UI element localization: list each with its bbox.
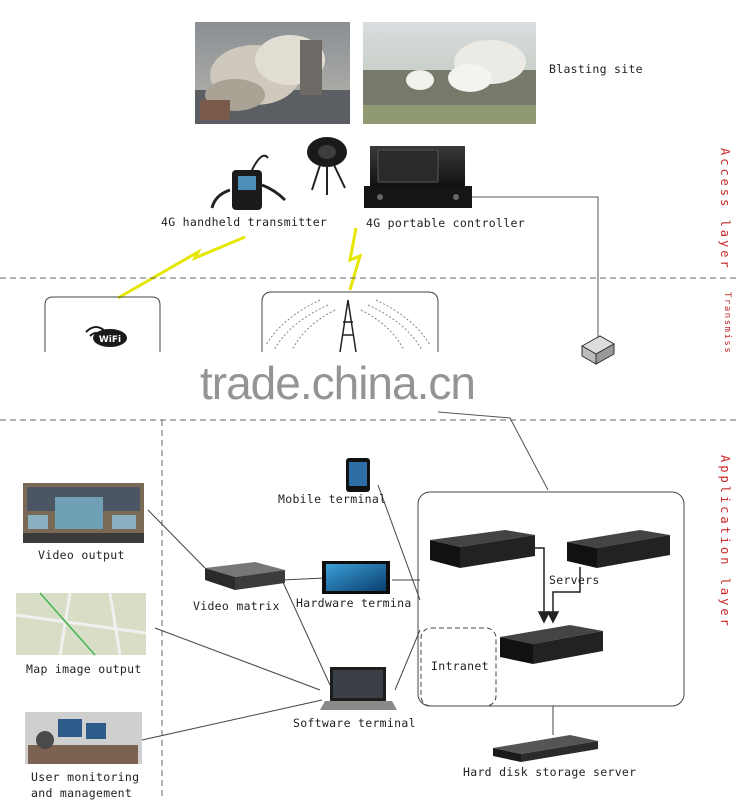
handheld-transmitter-device: [210, 154, 287, 210]
map-image-photo: [15, 592, 147, 656]
video-matrix-device: [205, 562, 285, 590]
application-links: [141, 484, 421, 741]
user-monitoring-photo: [25, 712, 142, 764]
portable-controller-device: [364, 146, 472, 208]
server-arrows: [530, 547, 581, 624]
wifi-icon: [85, 326, 127, 347]
server-left: [430, 530, 535, 568]
video-output-photo: [23, 483, 144, 543]
mobile-terminal-label: Mobile terminal: [278, 492, 387, 506]
backbone-line: [437, 411, 549, 491]
blasting-site-label: Blasting site: [549, 62, 643, 76]
hardware-terminal-device: [322, 561, 390, 594]
blasting-photo-building: [195, 22, 350, 124]
lightning-left: [117, 235, 246, 300]
handheld-transmitter-label: 4G handheld transmitter: [161, 215, 328, 229]
video-output-label: Video output: [38, 548, 125, 562]
tower-zone-box: [261, 291, 439, 352]
server-center: [500, 625, 603, 664]
wifi-icon-text: WiFi: [99, 335, 121, 345]
tower-icon: [265, 299, 431, 353]
wifi-zone-box: [44, 296, 161, 352]
user-monitoring-label-line2: and management: [31, 786, 133, 800]
portable-controller-label: 4G portable controller: [366, 216, 525, 230]
controller-cable: [472, 196, 599, 340]
mobile-terminal-device: [346, 458, 370, 492]
application-layer-label: Application layer: [718, 455, 732, 629]
servers-label: Servers: [549, 573, 600, 587]
intranet-label: Intranet: [431, 659, 489, 673]
hard-disk-storage-device: [493, 735, 598, 762]
map-image-output-label: Map image output: [26, 662, 142, 676]
access-layer-label: Access layer: [718, 148, 732, 271]
lightning-right: [348, 227, 363, 291]
server-cluster-box: [417, 491, 685, 707]
watermark: trade.china.cn: [200, 357, 476, 409]
camera-device: [307, 137, 347, 195]
software-terminal-device: [320, 667, 397, 710]
hard-disk-storage-label: Hard disk storage server: [463, 765, 637, 779]
transmission-layer-label: Transmiss: [722, 292, 732, 355]
video-matrix-label: Video matrix: [193, 599, 280, 613]
hardware-terminal-label: Hardware termina: [296, 596, 412, 610]
intranet-box: [420, 627, 497, 707]
blasting-photo-quarry: [363, 22, 536, 124]
server-right: [567, 530, 670, 568]
software-terminal-label: Software terminal: [293, 716, 416, 730]
router-icon: [580, 335, 616, 365]
user-monitoring-label-line1: User monitoring: [31, 770, 140, 784]
